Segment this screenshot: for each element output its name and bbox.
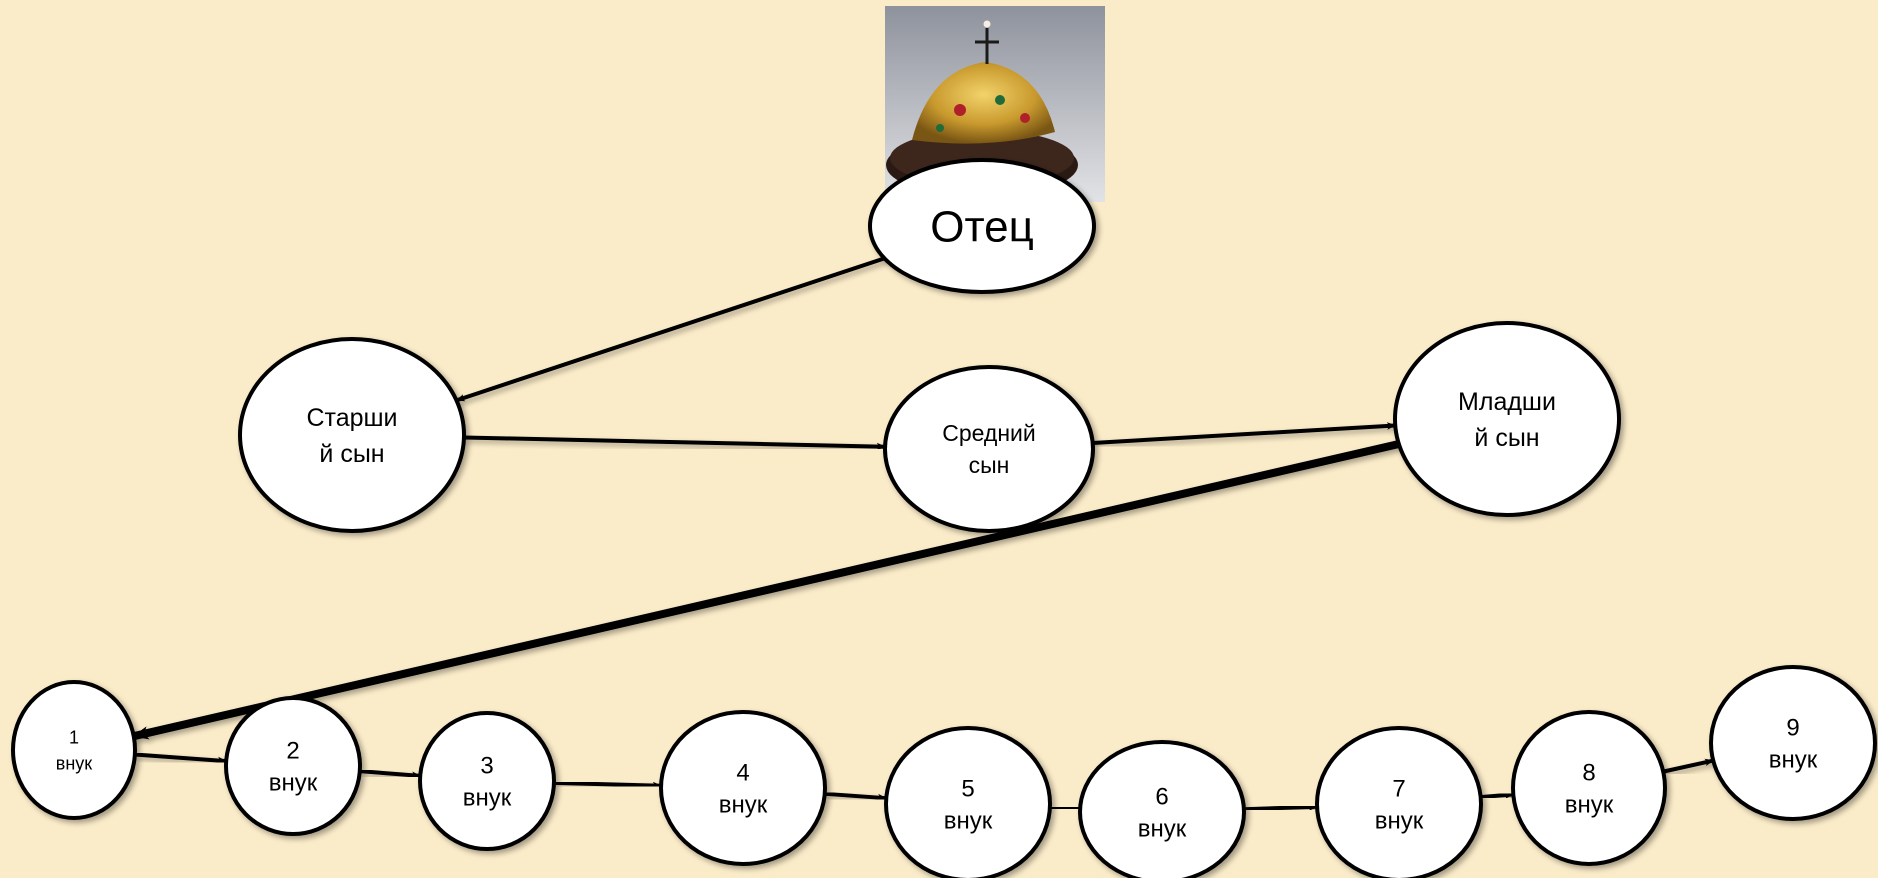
node-g6: 6 внук <box>1078 740 1246 878</box>
arrow-g3-to-g4 <box>553 780 662 790</box>
node-g5-label-1: внук <box>944 807 993 834</box>
node-g5-label-0: 5 <box>961 775 974 802</box>
arrow-g1-to-g2 <box>134 752 227 765</box>
node-father-ellipse <box>868 158 1096 294</box>
node-g6-label-1: внук <box>1138 815 1187 842</box>
node-g8-label-1: внук <box>1565 791 1614 818</box>
node-youngest: Младши й сын <box>1393 321 1621 517</box>
node-g3-ellipse <box>418 711 556 851</box>
arrow-middle-to-youngest <box>1092 422 1397 445</box>
arrows <box>132 256 1714 813</box>
arrow-g4-to-g5 <box>824 791 887 802</box>
node-g7-ellipse <box>1315 726 1483 878</box>
node-g4-label-0: 4 <box>736 759 749 786</box>
node-father-label-0: Отец <box>930 202 1034 251</box>
node-g8-ellipse <box>1511 710 1667 866</box>
arrow-g7-to-g8 <box>1480 791 1515 800</box>
node-g6-label-0: 6 <box>1155 783 1168 810</box>
node-g2-label-0: 2 <box>286 737 299 764</box>
node-g1: 1 внук <box>11 680 137 820</box>
node-g2-ellipse <box>224 696 362 836</box>
node-g4: 4 внук <box>659 710 827 866</box>
node-g3: 3 внук <box>418 711 556 851</box>
node-g1-label-1: внук <box>56 753 93 773</box>
node-g9-ellipse <box>1709 665 1877 821</box>
node-g9: 9 внук <box>1709 665 1877 821</box>
node-eldest-label-0: Старши <box>306 404 397 432</box>
node-g7: 7 внук <box>1315 726 1483 878</box>
node-g2: 2 внук <box>224 696 362 836</box>
node-eldest-label-1: й сын <box>319 440 384 468</box>
node-eldest: Старши й сын <box>238 337 466 533</box>
node-g3-label-1: внук <box>463 784 512 811</box>
node-youngest-label-1: й сын <box>1474 424 1539 452</box>
arrow-youngest-to-g1 <box>132 440 1400 741</box>
node-youngest-ellipse <box>1393 321 1621 517</box>
arrow-eldest-to-middle <box>463 435 886 451</box>
node-g8: 8 внук <box>1511 710 1667 866</box>
node-g6-ellipse <box>1078 740 1246 878</box>
node-g4-ellipse <box>659 710 827 866</box>
node-g7-label-0: 7 <box>1392 775 1405 802</box>
arrow-g8-to-g9 <box>1662 758 1714 774</box>
node-youngest-label-0: Младши <box>1458 388 1556 416</box>
arrow-father-to-eldest <box>455 256 886 403</box>
node-father: Отец <box>868 158 1096 294</box>
node-middle-label-0: Средний <box>942 420 1036 446</box>
node-g5: 5 внук <box>884 726 1052 878</box>
node-g9-label-0: 9 <box>1786 714 1799 741</box>
arrow-g5-to-g6 <box>1049 804 1081 813</box>
node-middle: Средний сын <box>883 365 1095 533</box>
node-g8-label-0: 8 <box>1582 759 1595 786</box>
node-eldest-ellipse <box>238 337 466 533</box>
arrow-g6-to-g7 <box>1243 803 1318 812</box>
arrow-g2-to-g3 <box>359 769 421 779</box>
node-g3-label-0: 3 <box>480 752 493 779</box>
node-middle-ellipse <box>883 365 1095 533</box>
node-g7-label-1: внук <box>1375 807 1424 834</box>
node-g1-ellipse <box>11 680 137 820</box>
node-g5-ellipse <box>884 726 1052 878</box>
node-middle-label-1: сын <box>969 452 1010 478</box>
node-g1-label-0: 1 <box>69 727 79 747</box>
node-g9-label-1: внук <box>1769 746 1818 773</box>
node-g2-label-1: внук <box>269 769 318 796</box>
node-g4-label-1: внук <box>719 791 768 818</box>
